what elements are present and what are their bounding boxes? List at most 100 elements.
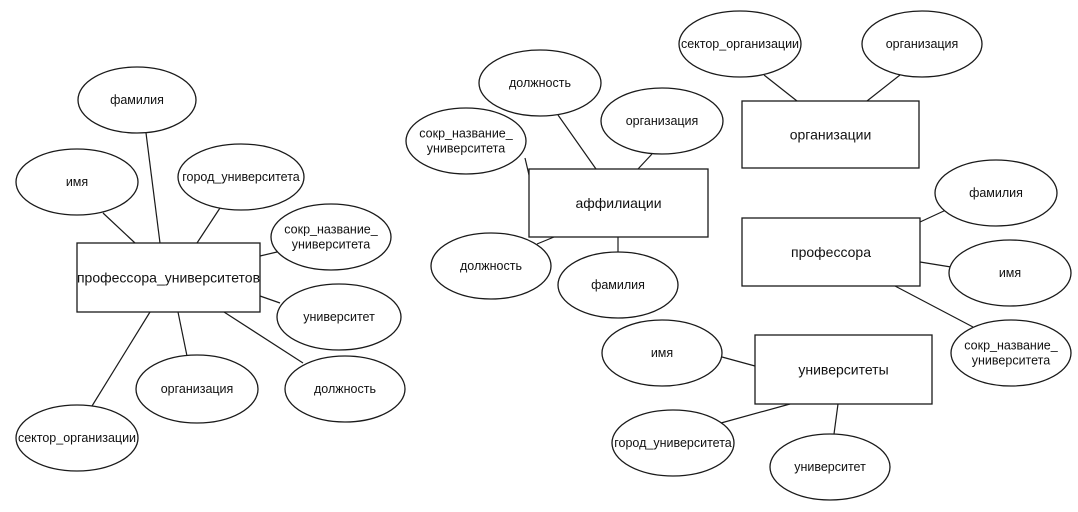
connector-lines [91,74,974,435]
entity-label: профессора [791,244,871,260]
connector-pr-familiya [919,209,947,223]
attribute-pu-universitet[interactable]: университет [276,283,402,351]
connector-af-dolzhnost-top [557,114,597,170]
attribute-label: имя [999,266,1021,280]
attribute-af-familiya[interactable]: фамилия [557,251,679,319]
entity-organizations[interactable]: организации [741,100,920,169]
attribute-ellipse[interactable] [861,10,983,78]
connector-pr-imya [919,261,952,268]
attribute-label: сектор_организации [18,431,136,445]
attribute-ellipse[interactable] [15,148,139,216]
entity-affiliations[interactable]: аффилиации [528,168,709,238]
attribute-label: организация [886,37,959,51]
attribute-label: университет [303,310,375,324]
attribute-ellipse[interactable] [276,283,402,351]
connector-un-gorod [720,403,791,424]
attribute-af-organizatsiya[interactable]: организация [600,87,724,155]
attribute-label: фамилия [591,278,645,292]
entity-universities[interactable]: университеты [754,334,933,405]
attribute-label: должность [314,382,376,396]
attribute-label: сектор_организации [681,37,799,51]
attribute-ellipse[interactable] [284,355,406,423]
entity-box[interactable] [528,168,709,238]
attribute-ellipse[interactable] [478,49,602,117]
attribute-label: университет [794,460,866,474]
attribute-pu-familiya[interactable]: фамилия [77,66,197,134]
attribute-label: сокр_название_ [284,223,378,237]
connector-pu-dolzhnost [223,311,304,364]
connector-pu-sokr [259,251,278,257]
attribute-label: фамилия [110,93,164,107]
connector-un-imya [721,356,756,367]
attribute-pr-familiya[interactable]: фамилия [934,159,1058,227]
attribute-ellipse[interactable] [15,404,139,472]
attribute-ellipse[interactable] [270,203,392,271]
attribute-label: университета [427,142,505,156]
connector-pu-familiya [145,132,161,244]
entity-label: аффилиации [575,195,661,211]
attribute-ellipse[interactable] [135,354,259,424]
attribute-pr-sokr[interactable]: сокр_название_университета [950,319,1072,387]
attribute-ellipse[interactable] [405,107,527,175]
attribute-org-sektor[interactable]: сектор_организации [678,10,802,78]
attribute-ellipse[interactable] [600,87,724,155]
connector-pu-imya [102,212,136,244]
attribute-ellipse[interactable] [77,66,197,134]
attribute-ellipse[interactable] [557,251,679,319]
attribute-pr-imya[interactable]: имя [948,239,1072,307]
attribute-pu-organizatsiya[interactable]: организация [135,354,259,424]
attribute-ellipse[interactable] [948,239,1072,307]
connector-pu-organizatsiya [177,311,188,357]
connector-af-sokr [524,157,530,176]
attribute-ellipse[interactable] [611,409,735,477]
attribute-label: сокр_название_ [964,339,1058,353]
attribute-label: университета [292,238,370,252]
connector-org-sektor [763,74,798,102]
entity-professors[interactable]: профессора [741,217,921,287]
attribute-pu-imya[interactable]: имя [15,148,139,216]
attribute-af-sokr[interactable]: сокр_название_университета [405,107,527,175]
attribute-ellipse[interactable] [430,232,552,300]
attribute-label: город_университета [614,436,732,450]
entity-box[interactable] [741,100,920,169]
entities-layer: профессора_университетов аффилиации органи… [76,100,933,405]
connector-org-organizatsiya [866,74,901,102]
connector-pu-sektor [91,311,151,407]
attribute-ellipse[interactable] [678,10,802,78]
attribute-label: организация [626,114,699,128]
attribute-label: фамилия [969,186,1023,200]
attribute-un-gorod[interactable]: город_университета [611,409,735,477]
attribute-label: должность [509,76,571,90]
attribute-ellipse[interactable] [769,433,891,501]
entity-box[interactable] [76,242,261,313]
entity-label: профессора_университетов [77,270,260,286]
attributes-layer: имя фамилия город_университета сокр_названи… [15,10,1072,501]
entity-box[interactable] [741,217,921,287]
connector-pu-gorod [196,207,221,244]
attribute-af-dolzhnost-top[interactable]: должность [478,49,602,117]
attribute-pu-sektor[interactable]: сектор_организации [15,404,139,472]
connector-af-dolzhnost-bottom [536,236,555,245]
entity-box[interactable] [754,334,933,405]
attribute-ellipse[interactable] [950,319,1072,387]
attribute-label: должность [460,259,522,273]
attribute-ellipse[interactable] [934,159,1058,227]
connector-af-organizatsiya [637,153,653,170]
entity-professors-universities[interactable]: профессора_университетов [76,242,261,313]
attribute-pu-sokr[interactable]: сокр_название_университета [270,203,392,271]
attribute-un-universitet[interactable]: университет [769,433,891,501]
attribute-af-dolzhnost-bottom[interactable]: должность [430,232,552,300]
attribute-label: сокр_название_ [419,127,513,141]
attribute-label: город_университета [182,170,300,184]
attribute-pu-dolzhnost[interactable]: должность [284,355,406,423]
connector-pu-universitet [259,295,281,304]
attribute-org-organizatsiya[interactable]: организация [861,10,983,78]
attribute-ellipse[interactable] [601,319,723,387]
attribute-label: университета [972,354,1050,368]
attribute-pu-gorod[interactable]: город_университета [177,143,305,211]
attribute-ellipse[interactable] [177,143,305,211]
attribute-label: имя [66,175,88,189]
attribute-un-imya[interactable]: имя [601,319,723,387]
attribute-label: организация [161,382,234,396]
